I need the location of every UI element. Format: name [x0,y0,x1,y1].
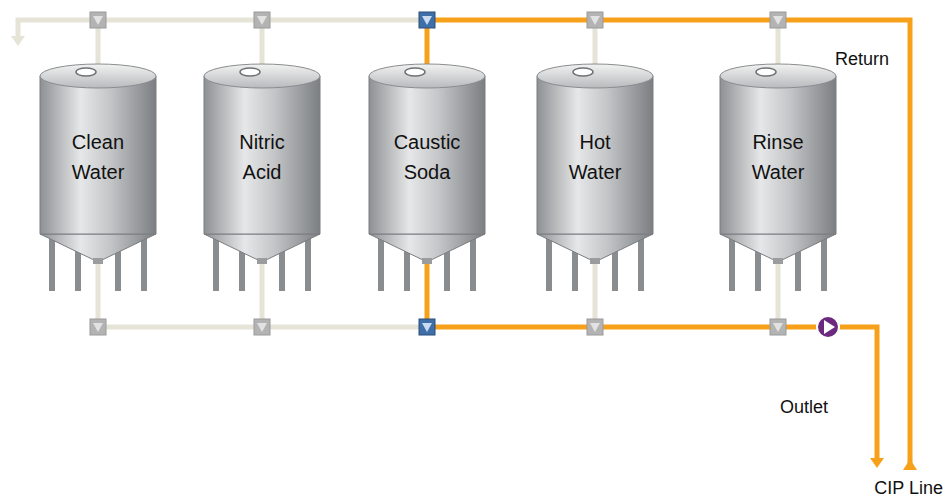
return-pipe [427,20,910,470]
valve-triangle [93,323,103,332]
valve-triangle [590,323,600,332]
tank-label: Clean Water [38,127,158,187]
tank: Rinse Water [718,62,838,292]
valve-triangle [590,16,600,25]
pump-arrow [824,320,835,334]
valve-triangle [257,16,267,25]
valve-triangle [773,16,783,25]
tank-body [369,76,485,234]
tank-label: Rinse Water [718,127,838,187]
valve-symbol [419,12,435,28]
tank-body [537,76,653,234]
valve-symbol [770,12,786,28]
tank-body [720,76,836,234]
valve-triangle [422,16,432,25]
valve-symbol [419,319,435,335]
valve-symbol [770,319,786,335]
tank-outlet-pipe [260,262,265,327]
pipe-label: Outlet [780,397,828,418]
valve-group [90,12,786,335]
valve-triangle [422,323,432,332]
tank-outlet [93,258,103,264]
top-header-pipe [18,20,427,36]
tank-hatch [405,68,425,76]
tank-top [720,64,836,88]
drain-arrow [11,36,25,46]
pipe-label: CIP Line [874,478,943,499]
tank-cone [720,234,836,260]
valve-symbol [254,319,270,335]
tank-body [40,76,156,234]
tank-label: Nitric Acid [202,127,322,187]
valve-symbol [587,319,603,335]
tank-outlet [773,258,783,264]
pipe-label: Return [835,49,889,70]
tank: Nitric Acid [202,62,322,292]
valve-symbol [254,12,270,28]
tank-label: Hot Water [535,127,655,187]
tank-top [369,64,485,88]
tank-outlet-pipe [96,262,101,327]
tank-top [537,64,653,88]
tank-outlet-pipe [776,262,781,327]
pump-symbol [817,316,839,338]
tank-body [204,76,320,234]
tank-cone [537,234,653,260]
tank-top [204,64,320,88]
valve-triangle [773,323,783,332]
tank-cone [40,234,156,260]
valve-symbol [587,12,603,28]
tank-label: Caustic Soda [367,127,487,187]
tank-hatch [76,68,96,76]
valve-triangle [257,323,267,332]
return-arrow [903,459,917,470]
valve-symbol [90,12,106,28]
tank-outlet [422,258,432,264]
tank: Hot Water [535,62,655,292]
tank: Caustic Soda [367,62,487,292]
valve-triangle [93,16,103,25]
tank-hatch [756,68,776,76]
tank-outlet-pipe [593,262,598,327]
tank-hatch [573,68,593,76]
tank-outlet [590,258,600,264]
outlet-arrow [870,458,884,468]
outlet-pipe [427,262,877,460]
tank: Clean Water [38,62,158,292]
tank-top [40,64,156,88]
tank-outlet [257,258,267,264]
tank-cone [369,234,485,260]
tank-hatch [240,68,260,76]
tank-cone [204,234,320,260]
valve-symbol [90,319,106,335]
